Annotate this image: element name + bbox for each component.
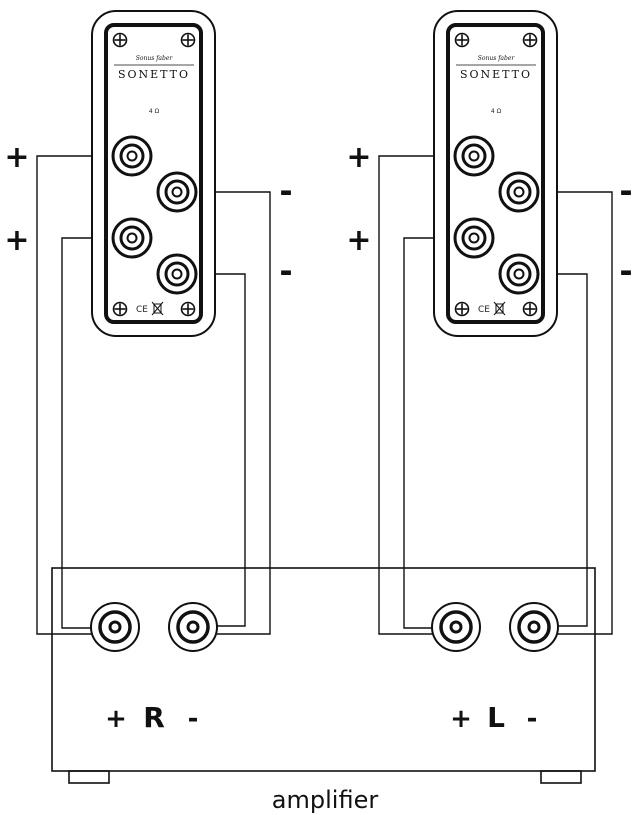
speaker2-lower-minus-label: -: [619, 252, 632, 290]
binding-post-lower-plus: [453, 217, 495, 259]
wire-upper-minus-2: [540, 191, 613, 635]
wire-upper-plus: [36, 155, 110, 635]
ce-mark: CE: [478, 305, 490, 315]
binding-post-upper-minus: [498, 171, 540, 213]
amplifier-body: [51, 567, 596, 772]
impedance-text: 4 Ω: [149, 108, 160, 115]
amp-terminal-left-plus: [431, 602, 481, 652]
binding-post-upper-plus: [453, 135, 495, 177]
screw-icon: [454, 32, 470, 48]
wire-lower-plus: [61, 237, 110, 629]
wire-upper-plus-2: [378, 155, 452, 635]
impedance-text: 4 Ω: [491, 108, 502, 115]
binding-post-upper-minus: [156, 171, 198, 213]
wires-left-channel: [378, 155, 613, 635]
binding-post-lower-plus: [111, 217, 153, 259]
amplifier-caption: amplifier: [272, 786, 379, 814]
speaker2-upper-minus-label: -: [619, 172, 632, 210]
speaker1-upper-plus-label: +: [4, 140, 29, 175]
amplifier-foot-left: [68, 770, 110, 784]
speaker1-lower-minus-label: -: [279, 252, 292, 290]
screw-icon: [180, 32, 196, 48]
wire-lower-minus: [198, 273, 246, 627]
binding-post-upper-plus: [111, 135, 153, 177]
screw-icon: [180, 301, 196, 317]
weee-bin-icon: [151, 301, 164, 316]
screw-icon: [522, 301, 538, 317]
amplifier-foot-right: [540, 770, 582, 784]
brand-text: SONETTO: [460, 68, 532, 81]
weee-bin-icon: [493, 301, 506, 316]
wire-upper-minus: [198, 191, 271, 635]
wires-right-channel: [36, 155, 271, 635]
amp-right-plus-label: +: [105, 704, 127, 734]
amp-terminal-right-minus: [168, 602, 218, 652]
brand-top-text: Sonus faber: [478, 55, 516, 62]
screw-icon: [454, 301, 470, 317]
binding-post-lower-minus: [498, 253, 540, 295]
amp-terminal-left-minus: [509, 602, 559, 652]
amp-right-minus-label: -: [188, 704, 199, 734]
brand-top-text: Sonus faber: [136, 55, 174, 62]
brand-text: SONETTO: [118, 68, 190, 81]
amp-terminal-right-plus: [90, 602, 140, 652]
speaker1-upper-minus-label: -: [279, 172, 292, 210]
amp-left-channel-label: L: [487, 701, 505, 734]
amplifier: + R - + L -: [51, 567, 596, 784]
speaker-panel-2: Sonus faber SONETTO 4 Ω CE: [433, 10, 558, 337]
screw-icon: [522, 32, 538, 48]
speaker2-lower-plus-label: +: [346, 223, 371, 258]
wire-lower-minus-2: [540, 273, 588, 627]
amp-right-channel-label: R: [143, 701, 165, 734]
wire-lower-plus-2: [403, 237, 452, 629]
screw-icon: [112, 301, 128, 317]
amp-left-plus-label: +: [450, 704, 472, 734]
speaker2-upper-plus-label: +: [346, 140, 371, 175]
ce-mark: CE: [136, 305, 148, 315]
speaker1-lower-plus-label: +: [4, 223, 29, 258]
screw-icon: [112, 32, 128, 48]
speaker-panel-1: Sonus faber SONETTO 4 Ω CE: [91, 10, 216, 337]
binding-post-lower-minus: [156, 253, 198, 295]
amp-left-minus-label: -: [527, 704, 538, 734]
